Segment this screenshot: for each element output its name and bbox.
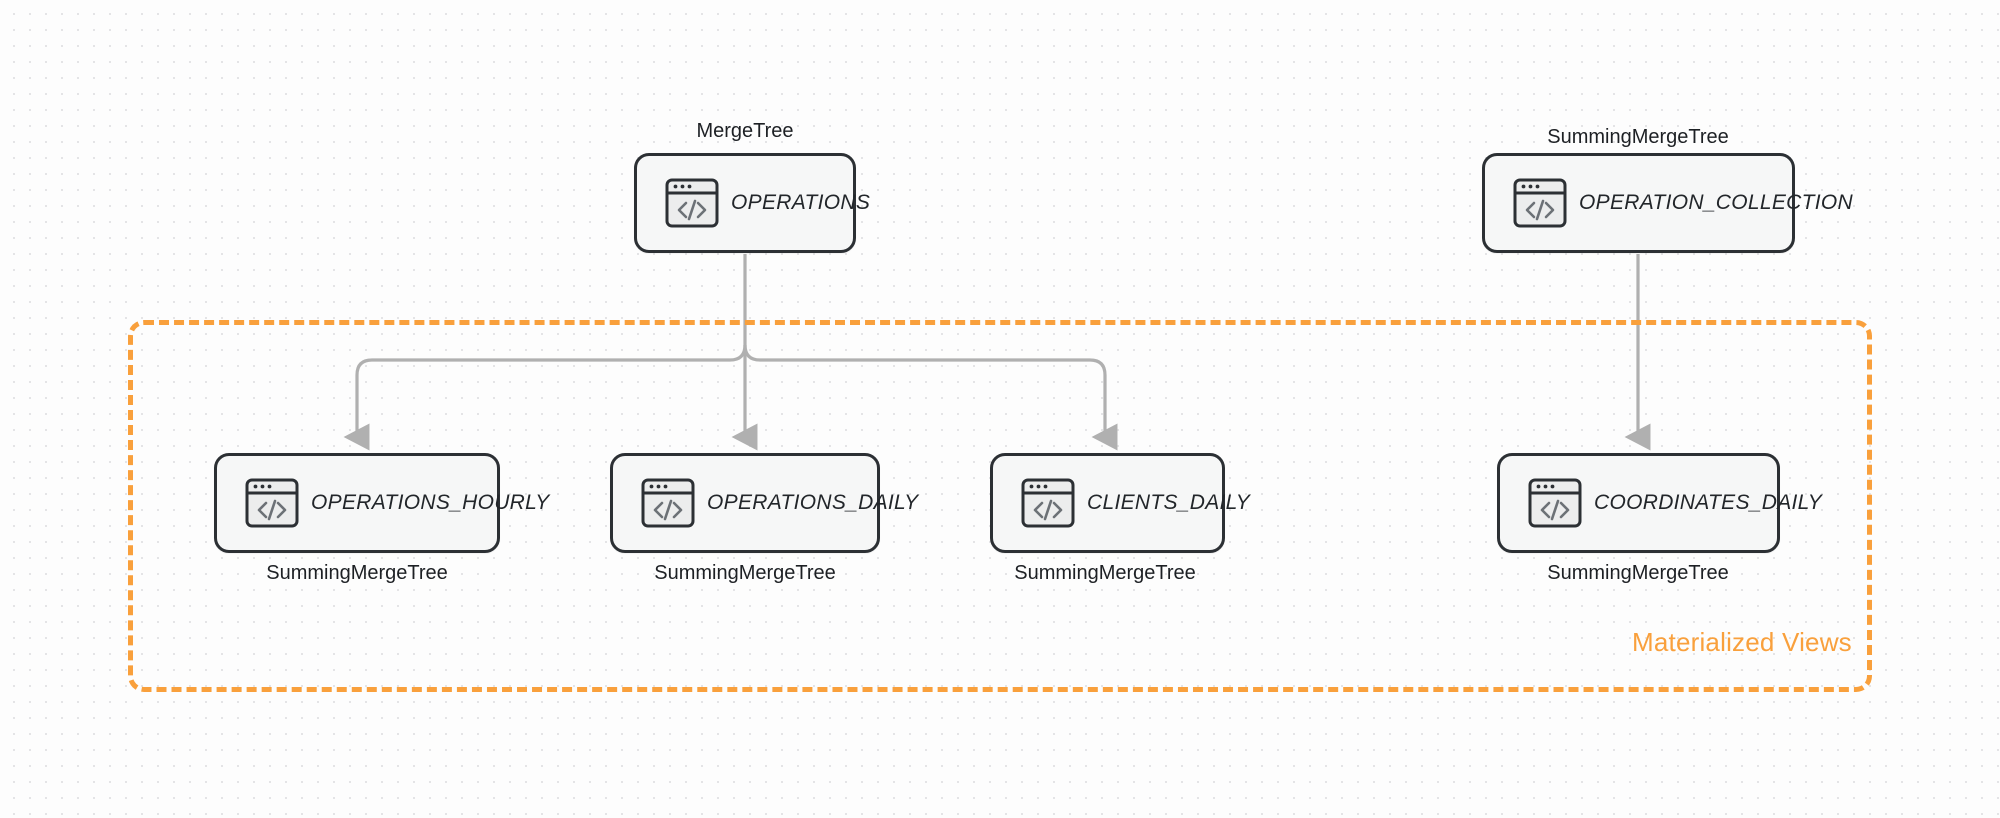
code-window-icon <box>639 476 697 530</box>
materialized-views-group <box>128 320 1872 692</box>
node-operations-daily[interactable]: OPERATIONS_DAILY <box>610 453 918 553</box>
code-window-icon <box>1511 176 1569 230</box>
node-engine-caption-operations: MergeTree <box>696 120 794 142</box>
node-operation-collection[interactable]: OPERATION_COLLECTION <box>1482 153 1853 253</box>
node-operations-hourly[interactable]: OPERATIONS_HOURLY <box>214 453 549 553</box>
materialized-views-group-label: Materialized Views <box>1632 627 1852 657</box>
node-label-operations: OPERATIONS <box>731 191 871 214</box>
node-operations[interactable]: OPERATIONS <box>634 153 870 253</box>
node-coordinates-daily[interactable]: COORDINATES_DAILY <box>1497 453 1822 553</box>
node-engine-caption-clients-daily: SummingMergeTree <box>1014 562 1196 584</box>
code-window-icon <box>663 176 721 230</box>
node-clients-daily[interactable]: CLIENTS_DAILY <box>990 453 1250 553</box>
node-engine-caption-operations-daily: SummingMergeTree <box>654 562 836 584</box>
code-window-icon <box>1526 476 1584 530</box>
node-label-coordinates-daily: COORDINATES_DAILY <box>1594 491 1822 514</box>
node-engine-caption-operations-hourly: SummingMergeTree <box>266 562 448 584</box>
code-window-icon <box>1019 476 1077 530</box>
node-label-clients-daily: CLIENTS_DAILY <box>1087 491 1251 514</box>
node-engine-caption-coordinates-daily: SummingMergeTree <box>1547 562 1729 584</box>
node-label-operation-collection: OPERATION_COLLECTION <box>1579 191 1853 214</box>
code-window-icon <box>243 476 301 530</box>
node-engine-caption-operation-collection: SummingMergeTree <box>1547 126 1729 148</box>
node-label-operations-daily: OPERATIONS_DAILY <box>707 491 919 514</box>
node-label-operations-hourly: OPERATIONS_HOURLY <box>311 491 550 514</box>
